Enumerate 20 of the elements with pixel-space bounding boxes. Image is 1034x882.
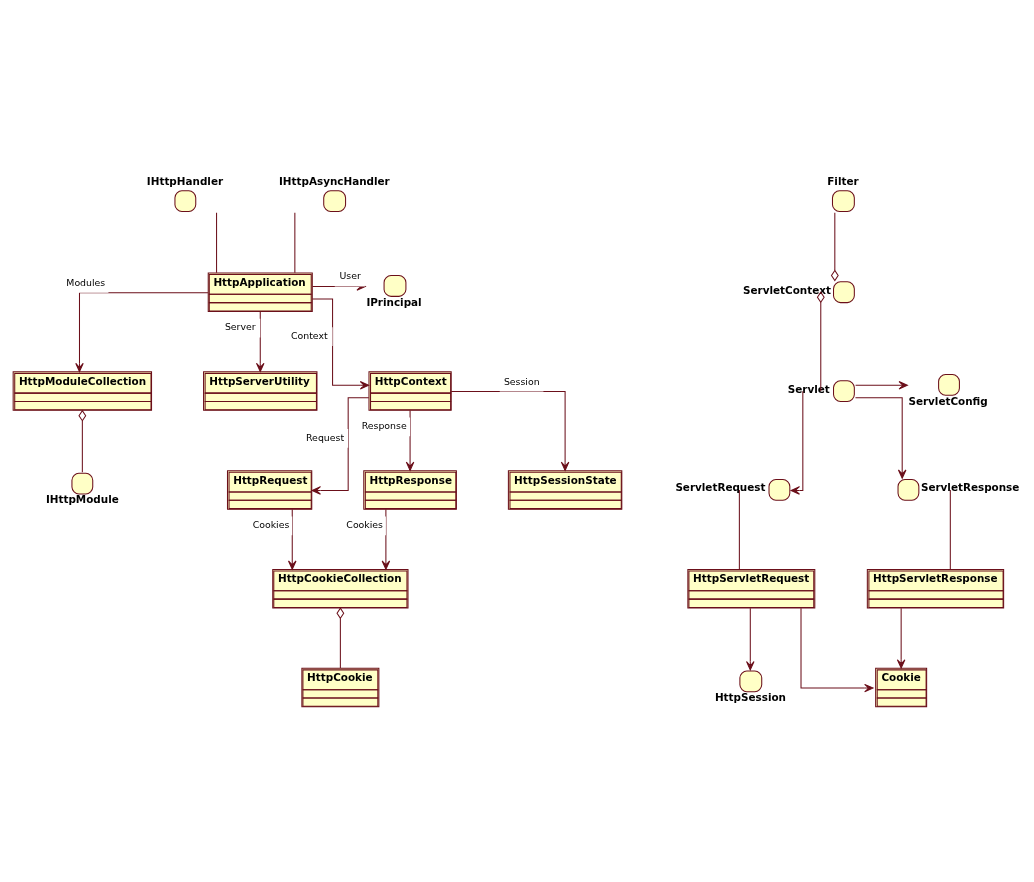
edge-label: Request bbox=[305, 431, 344, 443]
node-label: Filter bbox=[826, 174, 859, 187]
node-label: ServletRequest bbox=[674, 481, 765, 494]
edge-label: Cookies bbox=[345, 519, 383, 531]
node-label: Servlet bbox=[787, 382, 830, 395]
node-label: ServletResponse bbox=[920, 481, 1019, 494]
node-label: IHttpModule bbox=[45, 493, 119, 506]
node-label: HttpSession bbox=[714, 691, 786, 704]
node-label: IHttpAsyncHandler bbox=[278, 174, 390, 187]
node-label: IPrincipal bbox=[365, 295, 422, 308]
edge-label: Session bbox=[503, 375, 540, 387]
edge-label: Response bbox=[361, 420, 407, 432]
edge-label: Cookies bbox=[252, 519, 289, 531]
node-label: IHttpHandler bbox=[146, 174, 223, 187]
edge-label: Context bbox=[290, 329, 328, 341]
node-label: ServletContext bbox=[742, 283, 831, 296]
edge-label: User bbox=[338, 270, 361, 282]
edge-label: Server bbox=[224, 321, 256, 333]
node-label: ServletConfig bbox=[907, 394, 988, 407]
edge-label: Modules bbox=[65, 276, 105, 288]
